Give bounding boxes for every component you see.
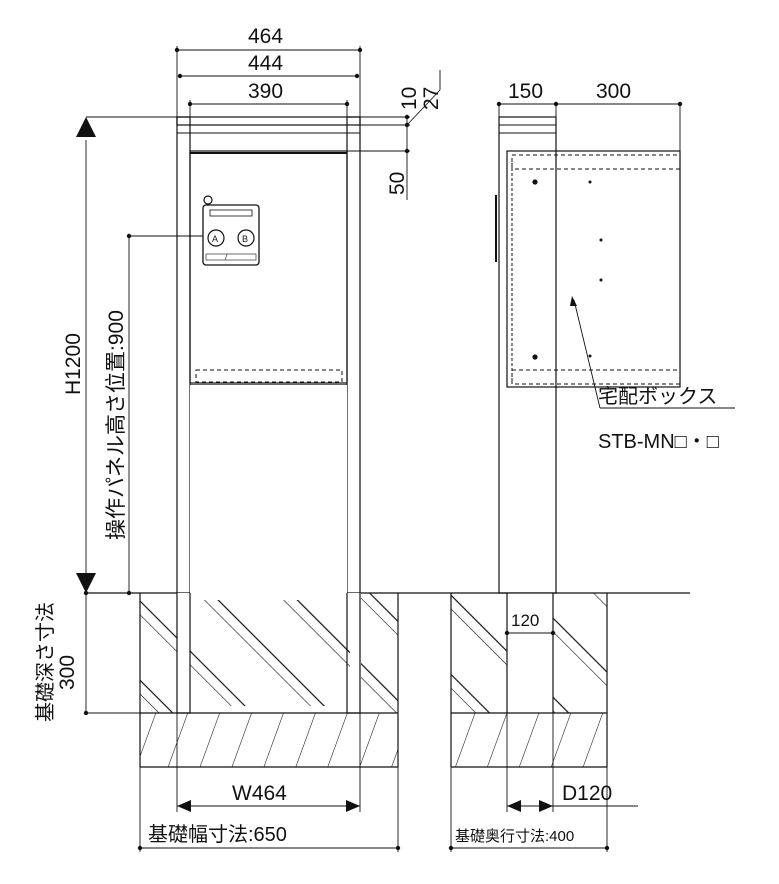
dim-top-gap-2: 27 <box>420 87 443 110</box>
dim-post-d: D120 <box>562 782 612 805</box>
dim-box-depth: 300 <box>596 80 631 103</box>
dim-panel-height: 操作パネル高さ位置:900 <box>105 310 128 540</box>
dim-foundation-depth-label: 基礎深さ寸法 <box>34 602 57 722</box>
front-left-dimensions: H1200 操作パネル高さ位置:900 基礎深さ寸法 300 <box>34 116 203 722</box>
operation-panel: A B <box>202 195 260 266</box>
panel-button-b: B <box>242 234 248 244</box>
dim-post-inner: 390 <box>248 80 283 103</box>
box-label-text: 宅配ボックス <box>598 385 717 408</box>
dim-height: H1200 <box>62 333 85 395</box>
box-label: 宅配ボックス STB-MN□・□ <box>570 296 735 453</box>
dim-foundation-depth-side: 基礎奥行寸法:400 <box>455 828 574 845</box>
side-unit <box>495 116 681 594</box>
dim-embed: 120 <box>511 611 539 630</box>
dim-post-width: W464 <box>232 782 287 805</box>
front-foundation <box>139 593 399 768</box>
dim-post-outer: 444 <box>248 52 283 75</box>
front-top-dimensions: 464 444 390 10 27 50 <box>174 25 443 200</box>
dim-door-gap: 50 <box>386 172 409 195</box>
dim-foundation-width: 基礎幅寸法:650 <box>148 823 287 846</box>
side-dimensions: 150 300 120 D120 基礎奥行寸法:400 <box>448 80 683 852</box>
front-bottom-dimensions: W464 基礎幅寸法:650 <box>137 713 401 852</box>
dim-post-depth: 150 <box>508 80 543 103</box>
dim-foundation-depth: 300 <box>56 655 79 690</box>
dim-overall-width: 464 <box>248 25 283 48</box>
dim-top-gap-1: 10 <box>398 87 421 110</box>
model-number: STB-MN□・□ <box>598 431 719 453</box>
side-foundation <box>450 593 608 768</box>
front-unit <box>176 116 361 714</box>
panel-button-a: A <box>212 234 218 244</box>
